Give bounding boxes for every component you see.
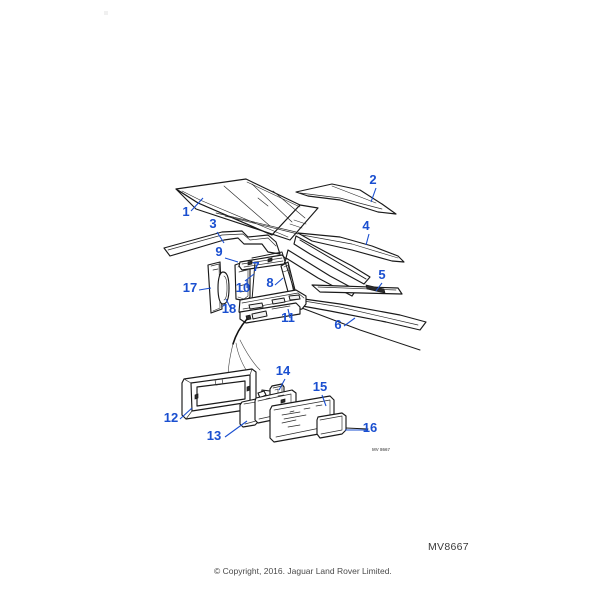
callout-lead-11: [287, 308, 291, 319]
part-16-switch-cap: [316, 412, 369, 439]
callout-number-9: 9: [215, 244, 222, 259]
part-13-lamp-end-cap: [239, 398, 259, 428]
callout-number-6: 6: [334, 317, 341, 332]
callout-number-2: 2: [369, 172, 376, 187]
window-aperture-outline: [251, 251, 297, 301]
callout-number-13: 13: [207, 428, 221, 443]
callout-lead-17: [198, 287, 212, 291]
callout-lead-6: [343, 317, 356, 327]
callout-number-15: 15: [313, 379, 327, 394]
drawing-number: MV8667: [428, 541, 469, 553]
callout-lead-9: [224, 257, 239, 263]
part-2-rear-header-trim: [295, 183, 397, 215]
callout-number-1: 1: [182, 204, 189, 219]
part-9-upper-pillar-finisher: [238, 254, 287, 271]
callout-lead-3: [216, 231, 225, 244]
callout-number-3: 3: [209, 216, 216, 231]
part-11-lower-console: [238, 289, 307, 324]
part-5-cantrail-insert: [311, 284, 403, 295]
callout-number-12: 12: [164, 410, 178, 425]
copyright-notice: © Copyright, 2016. Jaguar Land Rover Lim…: [214, 566, 392, 576]
callout-lead-18: [225, 298, 232, 310]
part-4-inner-blade: [285, 235, 371, 297]
callout-number-16: 16: [363, 420, 377, 435]
callout-lead-lines: [179, 187, 383, 438]
callout-number-4: 4: [362, 218, 370, 233]
part-12-lamp-housing: [181, 368, 257, 420]
part-3-pillar-trim: [163, 230, 281, 257]
part-1-headlining: [175, 178, 319, 241]
callout-number-5: 5: [378, 267, 385, 282]
callout-number-17: 17: [183, 280, 197, 295]
callout-lead-8: [274, 277, 284, 286]
callout-number-7: 7: [252, 259, 259, 274]
callout-lead-13: [224, 420, 248, 438]
callout-lead-4: [365, 233, 370, 246]
callout-lead-2: [370, 187, 377, 203]
callout-number-14: 14: [276, 363, 291, 378]
callout-number-11: 11: [281, 310, 295, 325]
callout-lead-5: [375, 282, 383, 292]
callout-number-18: 18: [222, 301, 236, 316]
callout-number-10: 10: [236, 280, 250, 295]
callout-lead-12: [179, 407, 193, 420]
callout-lead-15: [321, 394, 327, 407]
callout-lead-1: [190, 197, 204, 212]
part-18-pillar-seal: [217, 271, 230, 305]
callout-number-8: 8: [266, 275, 273, 290]
wiring-harness: [227, 318, 261, 379]
part-4-cantrail-moulding: [297, 232, 405, 263]
scan-artifact: [104, 11, 108, 15]
illustration-watermark: MV 8667: [372, 447, 391, 452]
callout-lead-14: [278, 378, 286, 391]
